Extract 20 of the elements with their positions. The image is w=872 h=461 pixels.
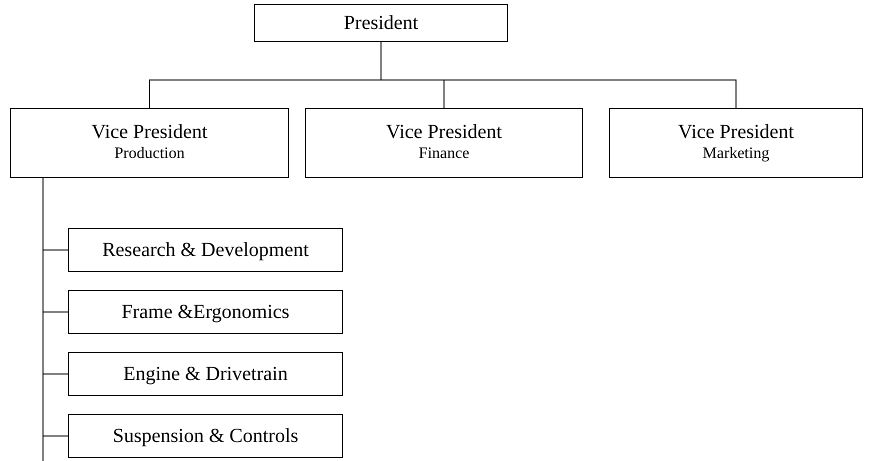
node-title: Frame &Ergonomics — [122, 300, 290, 324]
role-box — [10, 108, 289, 178]
title-box — [254, 4, 508, 42]
connector-line — [42, 178, 68, 436]
node-title: President — [344, 12, 418, 34]
node-subtitle: Finance — [418, 144, 470, 164]
node-title: Suspension & Controls — [112, 424, 298, 448]
role-box — [609, 108, 863, 178]
node-subtitle: Marketing — [702, 144, 770, 164]
department-box — [68, 290, 343, 334]
node-title: Vice President — [386, 121, 502, 144]
department-box — [68, 228, 343, 272]
node-title: Engine & Drivetrain — [123, 362, 288, 386]
node-title: Research & Development — [102, 238, 309, 262]
node-title: Vice President — [678, 121, 794, 144]
department-box — [68, 352, 343, 396]
node-subtitle: Production — [114, 144, 185, 164]
department-box — [68, 414, 343, 458]
role-box — [305, 108, 583, 178]
node-title: Vice President — [92, 121, 208, 144]
